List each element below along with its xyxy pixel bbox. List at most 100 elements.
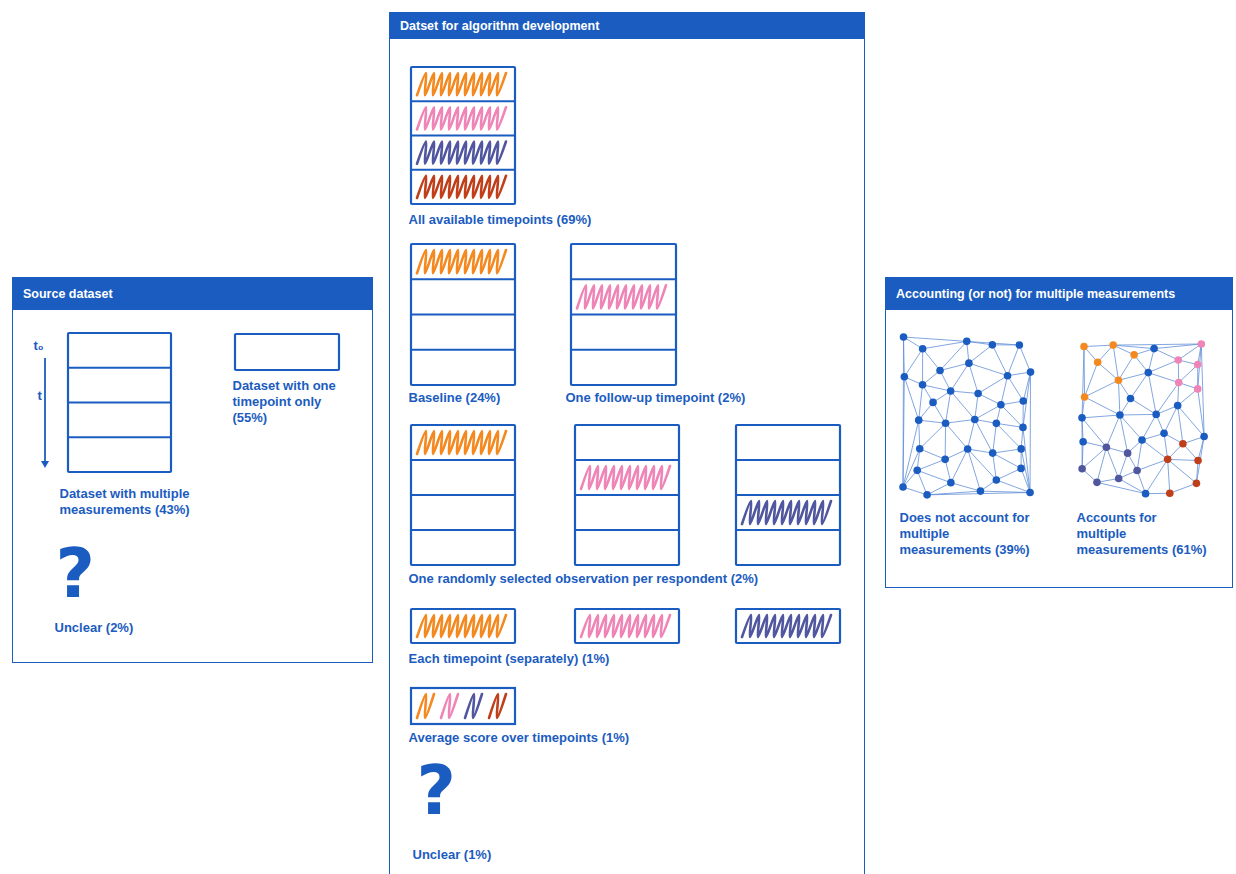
stack-outline [575,609,679,643]
network-dot [1114,474,1122,482]
network-dot [1197,340,1205,348]
network-edges [1082,343,1204,493]
stack-divider [411,494,515,496]
option-item: Baseline (24%) [405,240,555,415]
network-dot [923,491,931,499]
scribble-fill [581,614,670,636]
scribble-fill [417,614,506,636]
stack-divider [411,168,515,170]
stack-divider [68,436,171,438]
network-dot [1150,344,1158,352]
scribble-fill [417,107,506,129]
network-dot [1141,489,1149,497]
network-dot [1026,488,1034,496]
option-caption: Dataset with one timepoint only (55%) [233,378,343,426]
option-item: All available timepoints (69%) [405,62,705,237]
option-caption: Unclear (2%) [55,620,134,636]
network-dot [1200,432,1208,440]
stack-outline [411,244,515,385]
stack-outline [736,425,840,565]
panel-header: Datset for algorithm development [390,13,864,39]
network-dot [1080,342,1088,350]
scribble-fill [417,430,506,453]
stack-divider [575,529,679,531]
timepoint-stack [736,609,840,643]
stack-divider [571,278,676,280]
network-dot [1123,449,1131,457]
scribble-fill [577,285,666,308]
network-dot [970,415,978,423]
network-dot [1017,445,1025,453]
axis-arrowhead [41,461,49,468]
axis-label: t₀ [34,338,44,354]
stack-outline [736,609,840,643]
stack-divider [411,529,515,531]
scribble-fill [417,141,506,163]
stack-divider [68,401,171,403]
network-dot [929,398,937,406]
option-item: Does not account for multiple measuremen… [895,328,1045,568]
timepoint-stack [411,425,515,565]
stack-divider [736,494,840,496]
network-dot [1174,356,1182,364]
network-dot [1019,397,1027,405]
panel-box: Source datasetDataset with multiple meas… [12,277,373,663]
option-item: Average score over timepoints (1%) [405,684,705,754]
network-dot [1193,360,1201,368]
illustration [405,421,850,596]
network-dot [1079,437,1087,445]
timepoint-stack [736,425,840,565]
stack-divider [411,459,515,461]
network-dot [941,419,949,427]
stack-divider [575,494,679,496]
network-dot [992,476,1000,484]
panel-header: Accounting (or not) for multiple measure… [886,278,1232,310]
network-dot [947,478,955,486]
network-dot [913,466,921,474]
scribble-fill [417,175,506,197]
timepoint-stack [68,333,171,472]
network-dot [997,401,1005,409]
stack-outline [235,334,339,370]
stack-outline [571,244,676,385]
network-dot [1003,371,1011,379]
network-dot [1093,358,1101,366]
network-dot [962,337,970,345]
option-item: Dataset with one timepoint only (55%) [230,330,370,440]
stack-outline [411,609,515,643]
network-dot [1078,464,1086,472]
network-dot [1078,414,1086,422]
option-caption: Average score over timepoints (1%) [409,730,630,746]
option-item: Accounts for multiple measurements (61%) [1072,328,1232,568]
option-item: One randomly selected observation per re… [405,421,850,596]
scribble-fill [417,249,506,272]
stack-divider [411,100,515,102]
stack-outline [411,425,515,565]
network-dot [915,445,923,453]
network-dot [914,416,922,424]
network-dot [1193,385,1201,393]
timepoint-stack [235,334,339,370]
network-dot [941,455,949,463]
option-caption: All available timepoints (69%) [409,212,592,228]
network-dot [900,372,908,380]
panel-box: Accounting (or not) for multiple measure… [885,277,1233,588]
stack-divider [736,529,840,531]
network-dot [988,341,996,349]
question-mark: ? [56,540,95,608]
network-dot [1102,443,1110,451]
network-dot [992,419,1000,427]
network-dot [1174,378,1182,386]
stack-outline [411,67,515,204]
question-mark: ? [417,757,456,825]
scribble-fill [441,693,458,717]
network-dot [1114,376,1122,384]
network-dot [1152,410,1160,418]
network-dot [1133,466,1141,474]
network-dot [1126,394,1134,402]
timepoint-stack [411,244,515,385]
network-dot [946,387,954,395]
option-caption: Does not account for multiple measuremen… [900,510,1031,558]
network-dot [1160,429,1168,437]
timepoint-stack [575,609,679,643]
